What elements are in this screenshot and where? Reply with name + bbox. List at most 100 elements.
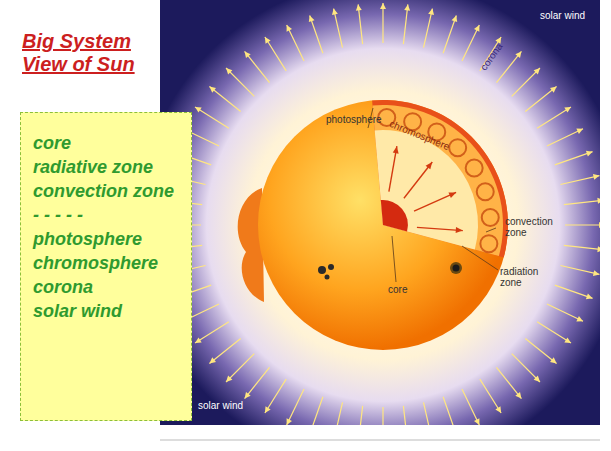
wind-arrow [525, 87, 556, 112]
sunspot [328, 264, 334, 270]
wind-arrowhead [597, 198, 600, 204]
chromosphere-label: chromosphere [388, 118, 457, 154]
wind-arrow [564, 245, 600, 249]
wind-arrowhead [474, 418, 479, 425]
wind-arrow [195, 107, 229, 128]
wind-arrowhead [474, 25, 479, 32]
wind-arrowhead [599, 222, 600, 228]
slide-rule [160, 440, 600, 441]
wind-arrowhead [586, 294, 593, 300]
photosphere-label: photosphere [326, 114, 386, 125]
wind-arrowhead [586, 151, 593, 157]
wind-arrowhead [515, 51, 521, 58]
wind-arrowhead [534, 376, 540, 382]
wind-arrowhead [576, 316, 583, 321]
wind-arrow [358, 406, 362, 425]
corona-glow [160, 0, 600, 425]
wind-label: solar wind [540, 10, 595, 21]
wind-arrow [462, 389, 479, 425]
wind-arrow [496, 51, 521, 82]
wind-arrow [555, 285, 593, 298]
convection-cell [449, 139, 466, 156]
convection-cell [477, 183, 494, 200]
list-item: chromosphere [33, 251, 181, 275]
list-item: - - - - - [33, 203, 181, 227]
wind-arrowhead [332, 9, 338, 16]
convection-label: convection zone [505, 216, 557, 238]
corona-label: corona [478, 33, 510, 72]
wind-arrowhead [195, 107, 202, 113]
wind-arrow [226, 354, 254, 382]
wind-arrowhead [534, 68, 540, 74]
slide-title: Big System View of Sun [22, 30, 162, 76]
wind-arrowhead [593, 270, 600, 276]
wind-arrow [525, 338, 556, 363]
wind-arrowhead [380, 3, 386, 9]
wind-arrowhead [287, 418, 292, 425]
wind-arrowhead [597, 246, 600, 252]
wind-arrow [382, 407, 383, 425]
wind-arrow [512, 354, 540, 382]
sunspot [325, 275, 330, 280]
list-item: photosphere [33, 227, 181, 251]
convection-cell [482, 209, 499, 226]
wind-arrowhead [356, 4, 362, 10]
wind-arrow [209, 338, 240, 363]
core-label: core [388, 284, 418, 295]
radiation-label: radiation zone [500, 266, 550, 288]
wind-arrowhead [265, 406, 271, 413]
wind-arrow [547, 129, 583, 146]
wind-arrow [265, 37, 286, 71]
wind-arrow [564, 200, 600, 204]
wind-arrow [537, 322, 571, 343]
wind-arrowhead [593, 174, 600, 180]
list-item: corona [33, 275, 181, 299]
wind-arrow [423, 402, 432, 425]
wind-arrowhead [564, 107, 571, 113]
solar-wind-arrows [161, 3, 600, 425]
wind-arrow [334, 402, 343, 425]
list-item: convection zone [33, 179, 181, 203]
wind-arrow [287, 389, 304, 425]
wind-arrowhead [265, 37, 271, 44]
wind-arrow [310, 397, 323, 425]
wind-arrowhead [428, 9, 434, 16]
core-cut [381, 200, 408, 231]
list-item: core [33, 131, 181, 155]
wind-arrow [462, 25, 479, 61]
wind-arrow [565, 224, 600, 225]
wind-arrowhead [209, 357, 216, 363]
wind-arrowhead [245, 392, 251, 399]
wind-arrowhead [245, 51, 251, 58]
list-item: radiative zone [33, 155, 181, 179]
wind-arrowhead [515, 392, 521, 399]
radiation-layer [375, 130, 478, 250]
wind-arrow [443, 15, 456, 53]
wind-arrow [443, 397, 456, 425]
sunspot [453, 265, 460, 272]
wind-arrow [403, 406, 407, 425]
sun-sphere [258, 100, 508, 350]
wind-arrowhead [195, 337, 202, 343]
wind-arrow [195, 322, 229, 343]
radiation-arrowhead [393, 146, 399, 153]
convection-cell [466, 160, 483, 177]
radiation-arrow [404, 162, 432, 198]
wind-label: solar wind [198, 400, 258, 411]
wind-arrow [245, 51, 270, 82]
wind-arrowhead [404, 4, 410, 10]
wind-arrow [287, 25, 304, 61]
wind-arrow [226, 68, 254, 96]
wind-arrowhead [564, 337, 571, 343]
wind-arrow [209, 87, 240, 112]
wind-arrowhead [576, 129, 583, 134]
radiation-arrowhead [456, 227, 463, 233]
wind-arrow [310, 15, 323, 53]
wind-arrowhead [309, 15, 315, 22]
wind-arrowhead [209, 87, 216, 93]
wind-arrowhead [226, 376, 232, 382]
radiation-arrowhead [448, 192, 456, 198]
wind-arrow [547, 304, 583, 321]
radiation-arrowhead [426, 162, 433, 169]
convection-layer [373, 105, 503, 256]
